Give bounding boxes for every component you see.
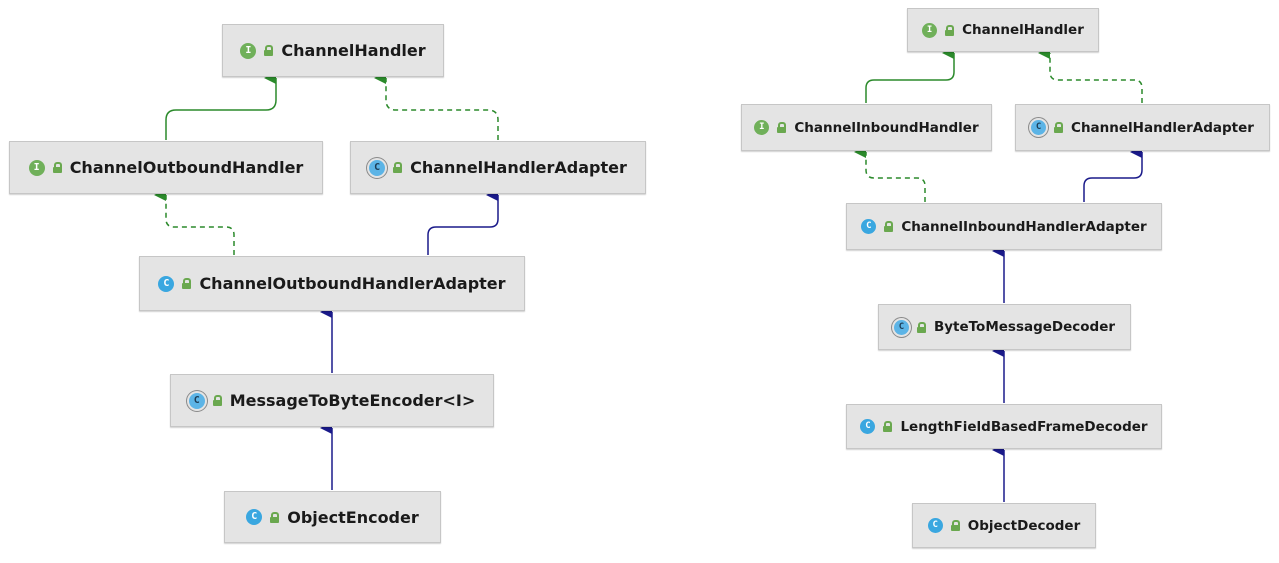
public-lock-icon: [52, 162, 62, 173]
node-label: ChannelInboundHandlerAdapter: [901, 218, 1147, 235]
public-lock-icon: [916, 321, 926, 333]
edge-inbound-to-handler: [865, 47, 955, 103]
class-icon: C: [246, 509, 263, 525]
node-r-channel-handler-adapter[interactable]: C ChannelHandlerAdapter: [1015, 104, 1270, 151]
edge-outbound-adapter-to-adapter: [427, 189, 499, 255]
node-label: MessageToByteEncoder<I>: [229, 391, 476, 410]
interface-icon: I: [240, 42, 257, 59]
node-label: ChannelHandlerAdapter: [410, 158, 627, 177]
node-label: ChannelInboundHandler: [794, 119, 979, 136]
node-r-channel-inbound-handler-adapter[interactable]: C ChannelInboundHandlerAdapter: [846, 203, 1162, 250]
public-lock-icon: [950, 520, 960, 531]
node-channel-handler-adapter[interactable]: C ChannelHandlerAdapter: [350, 141, 646, 194]
node-r-byte-to-message-decoder[interactable]: C ByteToMessageDecoder: [878, 304, 1131, 350]
public-lock-icon: [945, 24, 955, 36]
abstract-class-icon: C: [893, 319, 909, 335]
node-label: ChannelHandlerAdapter: [1071, 119, 1254, 136]
public-lock-icon: [777, 122, 787, 133]
node-channel-outbound-handler[interactable]: I ChannelOutboundHandler: [9, 141, 323, 194]
interface-icon: I: [754, 120, 770, 135]
node-label: ChannelHandler: [281, 41, 426, 60]
class-icon: C: [860, 419, 876, 434]
node-channel-outbound-handler-adapter[interactable]: C ChannelOutboundHandlerAdapter: [139, 256, 525, 311]
class-icon: C: [158, 275, 175, 292]
edge-outbound-adapter-to-outbound: [154, 189, 235, 255]
public-lock-icon: [883, 421, 893, 432]
edge-outbound-to-handler: [165, 72, 277, 140]
node-r-channel-inbound-handler[interactable]: I ChannelInboundHandler: [741, 104, 992, 151]
node-label: LengthFieldBasedFrameDecoder: [900, 418, 1148, 435]
interface-icon: I: [28, 159, 45, 176]
node-r-object-decoder[interactable]: C ObjectDecoder: [912, 503, 1096, 548]
node-label: ObjectDecoder: [967, 517, 1081, 534]
public-lock-icon: [264, 45, 274, 56]
class-icon: C: [927, 518, 943, 533]
node-message-to-byte-encoder[interactable]: C MessageToByteEncoder<I>: [170, 374, 494, 427]
public-lock-icon: [884, 221, 894, 232]
interface-icon: I: [922, 22, 938, 38]
node-object-encoder[interactable]: C ObjectEncoder: [224, 491, 441, 543]
node-r-channel-handler[interactable]: I ChannelHandler: [907, 8, 1099, 52]
public-lock-icon: [1054, 122, 1064, 133]
node-label: ByteToMessageDecoder: [933, 319, 1116, 335]
node-r-length-field-based-frame-decoder[interactable]: C LengthFieldBasedFrameDecoder: [846, 404, 1162, 449]
edge-inbound-adapter-to-inbound: [854, 146, 926, 202]
node-label: ChannelHandler: [962, 22, 1084, 38]
public-lock-icon: [393, 162, 403, 173]
abstract-class-icon: C: [188, 392, 205, 409]
node-label: ObjectEncoder: [287, 507, 419, 527]
abstract-class-icon: C: [369, 159, 386, 176]
node-label: ChannelOutboundHandlerAdapter: [199, 274, 506, 293]
node-channel-handler[interactable]: I ChannelHandler: [222, 24, 444, 77]
edge-adapter-to-handler: [374, 72, 499, 140]
public-lock-icon: [212, 395, 222, 406]
node-label: ChannelOutboundHandler: [69, 158, 304, 177]
edge-inbound-adapter-to-r-adapter: [1083, 146, 1143, 202]
class-icon: C: [861, 219, 877, 234]
abstract-class-icon: C: [1031, 120, 1047, 135]
edge-r-adapter-to-handler: [1038, 47, 1143, 103]
public-lock-icon: [270, 511, 280, 523]
public-lock-icon: [182, 278, 192, 289]
